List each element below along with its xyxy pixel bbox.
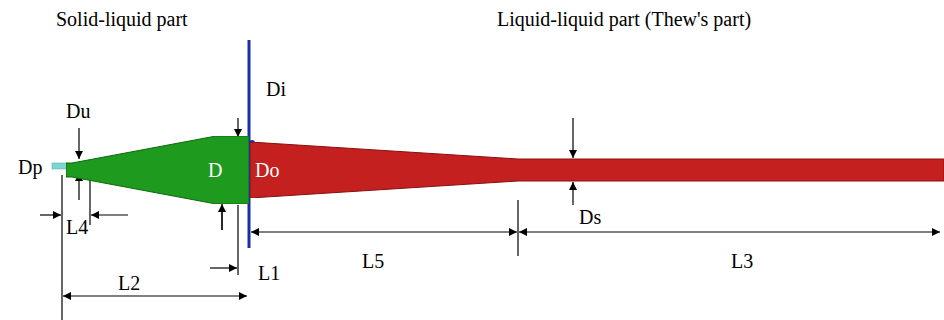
dimension-label: D [208,159,222,181]
liquid-liquid-tube: Do [250,142,944,198]
shape-outline [250,142,944,198]
dimension-label: L4 [66,216,88,238]
dimension-label: Du [66,100,90,122]
dimension-label: L1 [258,262,280,284]
section-title: Liquid-liquid part (Thew's part) [497,8,751,30]
dimension-lines [40,118,940,320]
dimension-label: Ds [579,206,601,228]
cyclone-cone: D [66,136,249,204]
dimension-label: Dp [18,156,42,178]
dimension-label: L5 [362,250,384,272]
dimension-label: Do [255,159,279,181]
dimension-label: Di [266,78,286,100]
dimension-label: L2 [118,272,140,294]
dimension-label: L3 [731,250,753,272]
section-title: Solid-liquid part [56,8,188,30]
